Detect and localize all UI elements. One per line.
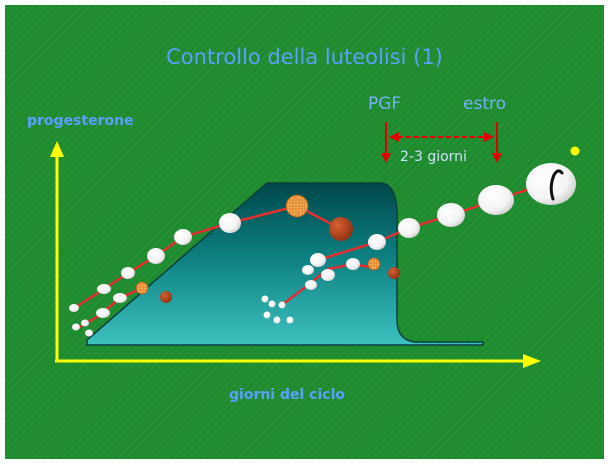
estro-label: estro [463,94,506,114]
follicle [69,304,79,312]
duration-label: 2-3 giorni [400,149,467,165]
corpus-luteum-brown [329,217,353,241]
corpus-luteum-orange [285,194,309,218]
follicle [310,253,326,267]
follicle [113,293,127,303]
follicle [174,229,192,245]
follicle [72,323,80,331]
corpus-luteum-orange [367,257,381,271]
slide-title: Controllo della luteolisi (1) [166,45,443,69]
pgf-arrowhead [381,153,391,163]
follicle [96,308,110,318]
follicle [97,284,111,294]
slide: Controllo della luteolisi (1) progestero… [5,5,604,459]
follicle [302,265,314,275]
follicle [278,301,286,309]
y-axis-label: progesterone [27,113,134,129]
follicle [273,316,281,324]
follicle [478,185,514,215]
follicle [368,234,386,250]
follicle [268,300,276,308]
follicle [398,218,420,238]
follicle [81,319,89,327]
follicle [286,316,294,324]
follicle [85,329,93,337]
progesterone-curve [86,182,484,346]
follicle [261,295,269,303]
follicle [219,213,241,233]
follicle [321,269,335,281]
second-wave-line-early [79,286,143,329]
corpus-luteum-brown [388,267,400,279]
y-axis-arrowhead [50,141,64,157]
diagram [50,122,580,368]
duration-right-arrowhead [484,132,494,142]
x-axis-arrowhead [523,354,541,368]
follicle [263,311,271,319]
corpus-luteum-orange [135,281,149,295]
estro-arrowhead [492,153,502,163]
oocyte-icon [570,146,580,156]
follicle [121,267,135,279]
follicle [437,203,465,227]
follicle [305,280,317,290]
follicle [346,258,360,270]
ovulation-follicle-icon [526,163,576,205]
pgf-label: PGF [368,94,402,114]
corpus-luteum-brown [160,291,172,303]
x-axis-label: giorni del ciclo [229,387,345,403]
follicle [147,248,165,264]
duration-left-arrowhead [389,132,399,142]
